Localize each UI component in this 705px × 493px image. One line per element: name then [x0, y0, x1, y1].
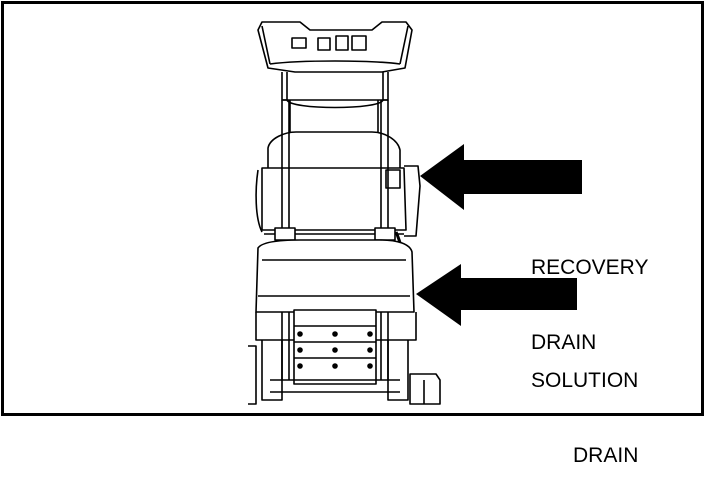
- brush-deck: [248, 309, 441, 405]
- recovery-arrow: [420, 144, 582, 210]
- handle-control-panel: [257, 21, 413, 73]
- solution-label-line1: SOLUTION: [531, 369, 639, 392]
- solution-tank: [255, 239, 417, 341]
- carpet-extractor-illustration: [248, 21, 582, 405]
- handle-posts: [281, 72, 389, 109]
- recovery-label-line2: DRAIN: [531, 331, 597, 354]
- solution-arrow: [416, 264, 577, 326]
- solution-label-line2: DRAIN: [573, 444, 639, 467]
- recovery-drain-label: RECOVERY DRAIN: [531, 205, 648, 380]
- recovery-label-line1: RECOVERY: [531, 256, 649, 279]
- solution-drain-label: SOLUTION DRAIN: [531, 318, 638, 493]
- recovery-tank: [255, 100, 421, 237]
